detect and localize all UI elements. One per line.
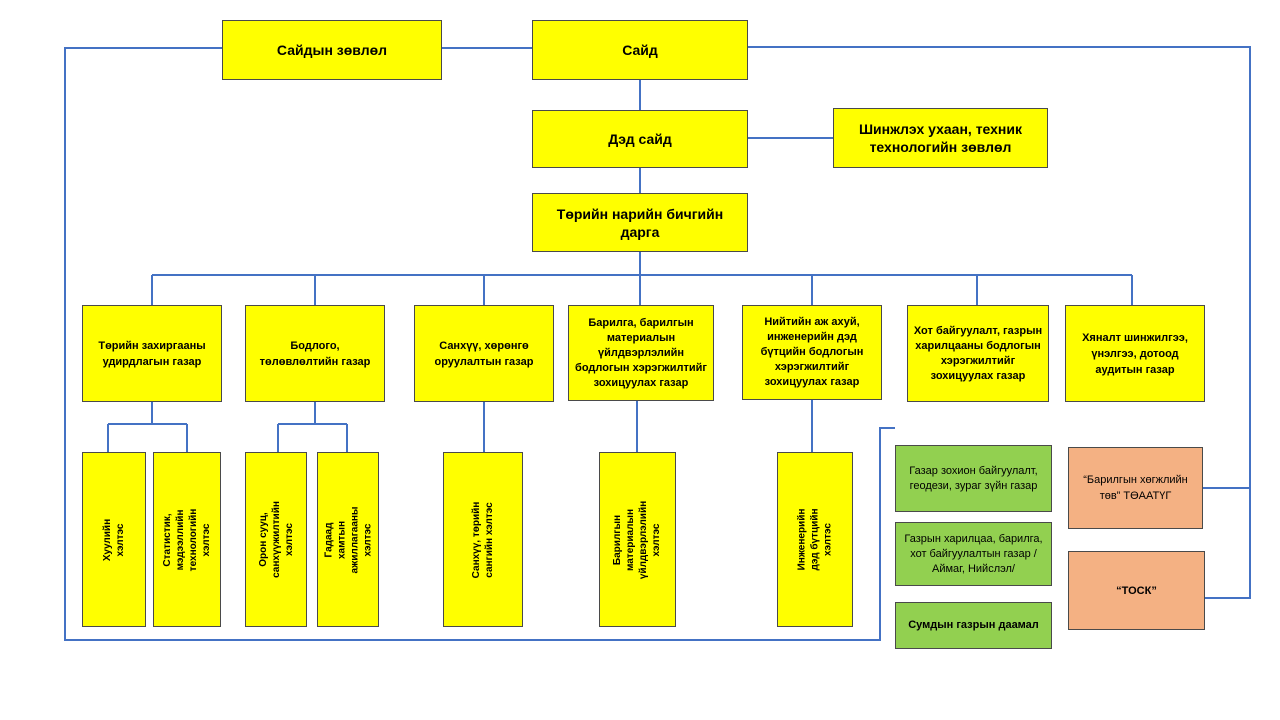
deputy-minister-label: Дэд сайд: [608, 131, 672, 147]
agency-label: Газар зохион байгуулалт, геодези, зураг …: [909, 464, 1038, 492]
minister-label: Сайд: [622, 42, 658, 58]
department-label: Хот байгуулалт, газрын харилцааны бодлог…: [913, 324, 1043, 382]
deputy-minister-box[interactable]: Дэд сайд: [532, 110, 748, 168]
minister-box[interactable]: Сайд: [532, 20, 748, 80]
department-label: Хяналт шинжилгээ, үнэлгээ, дотоод аудиты…: [1082, 331, 1188, 376]
org-box[interactable]: “ТОСК”: [1068, 551, 1205, 630]
division-box[interactable]: Статистик, мэдээллийн технологийн хэлтэс: [153, 452, 221, 627]
department-label: Бодлого, төлөвлөлтийн газар: [259, 339, 371, 368]
agency-box[interactable]: Сумдын газрын даамал: [895, 602, 1052, 649]
state-secretary-label: Төрийн нарийн бичгийн дарга: [556, 205, 724, 240]
department-label: Санхүү, хөрөнгө оруулалтын газар: [434, 339, 534, 368]
division-box[interactable]: Барилгын материалын үйлдвэрлэлийн хэлтэс: [599, 452, 676, 627]
department-box[interactable]: Төрийн захиргааны удирдлагын газар: [82, 305, 222, 402]
ministers-council-box[interactable]: Сайдын зөвлөл: [222, 20, 442, 80]
department-box[interactable]: Нийтийн аж ахуй, инженерийн дэд бүтцийн …: [742, 305, 882, 400]
department-box[interactable]: Бодлого, төлөвлөлтийн газар: [245, 305, 385, 402]
science-council-label: Шинжлэх ухаан, техник технологийн зөвлөл: [858, 121, 1023, 155]
division-box[interactable]: Гадаад хамтын ажиллагааны хэлтэс: [317, 452, 379, 627]
department-box[interactable]: Санхүү, хөрөнгө оруулалтын газар: [414, 305, 554, 402]
agency-label: Сумдын газрын даамал: [908, 619, 1039, 631]
division-label: Гадаад хамтын ажиллагааны хэлтэс: [323, 506, 374, 573]
org-label: “Барилгын хөгжлийн төв” ТӨААТҮГ: [1083, 474, 1188, 502]
agency-box[interactable]: Газар зохион байгуулалт, геодези, зураг …: [895, 445, 1052, 512]
division-box[interactable]: Хуулийн хэлтэс: [82, 452, 146, 627]
division-label: Статистик, мэдээллийн технологийн хэлтэс: [162, 508, 212, 571]
ministers-council-label: Сайдын зөвлөл: [276, 42, 388, 58]
division-box[interactable]: Орон сууц, санхүүжилтийн хэлтэс: [245, 452, 307, 627]
division-label: Орон сууц, санхүүжилтийн хэлтэс: [257, 501, 295, 578]
department-label: Барилга, барилгын материалын үйлдвэрлэли…: [575, 316, 707, 389]
division-label: Хуулийн хэлтэс: [102, 518, 126, 561]
division-label: Барилгын материалын үйлдвэрлэлийн хэлтэс: [612, 500, 663, 579]
department-label: Нийтийн аж ахуй, инженерийн дэд бүтцийн …: [760, 316, 864, 388]
department-box[interactable]: Барилга, барилгын материалын үйлдвэрлэли…: [568, 305, 714, 401]
division-box[interactable]: Инженерийн дэд бүтцийн хэлтэс: [777, 452, 853, 627]
agency-label: Газрын харилцаа, барилга, хот байгуулалт…: [904, 532, 1043, 575]
department-box[interactable]: Хот байгуулалт, газрын харилцааны бодлог…: [907, 305, 1049, 402]
agency-box[interactable]: Газрын харилцаа, барилга, хот байгуулалт…: [895, 522, 1052, 586]
division-label: Инженерийн дэд бүтцийн хэлтэс: [796, 508, 834, 571]
division-box[interactable]: Санхүү, төрийн сангийн хэлтэс: [443, 452, 523, 627]
department-box[interactable]: Хяналт шинжилгээ, үнэлгээ, дотоод аудиты…: [1065, 305, 1205, 402]
department-label: Төрийн захиргааны удирдлагын газар: [98, 339, 206, 368]
state-secretary-box[interactable]: Төрийн нарийн бичгийн дарга: [532, 193, 748, 252]
org-label: “ТОСК”: [1116, 584, 1157, 597]
science-council-box[interactable]: Шинжлэх ухаан, техник технологийн зөвлөл: [833, 108, 1048, 168]
division-label: Санхүү, төрийн сангийн хэлтэс: [471, 501, 495, 578]
org-box[interactable]: “Барилгын хөгжлийн төв” ТӨААТҮГ: [1068, 447, 1203, 529]
